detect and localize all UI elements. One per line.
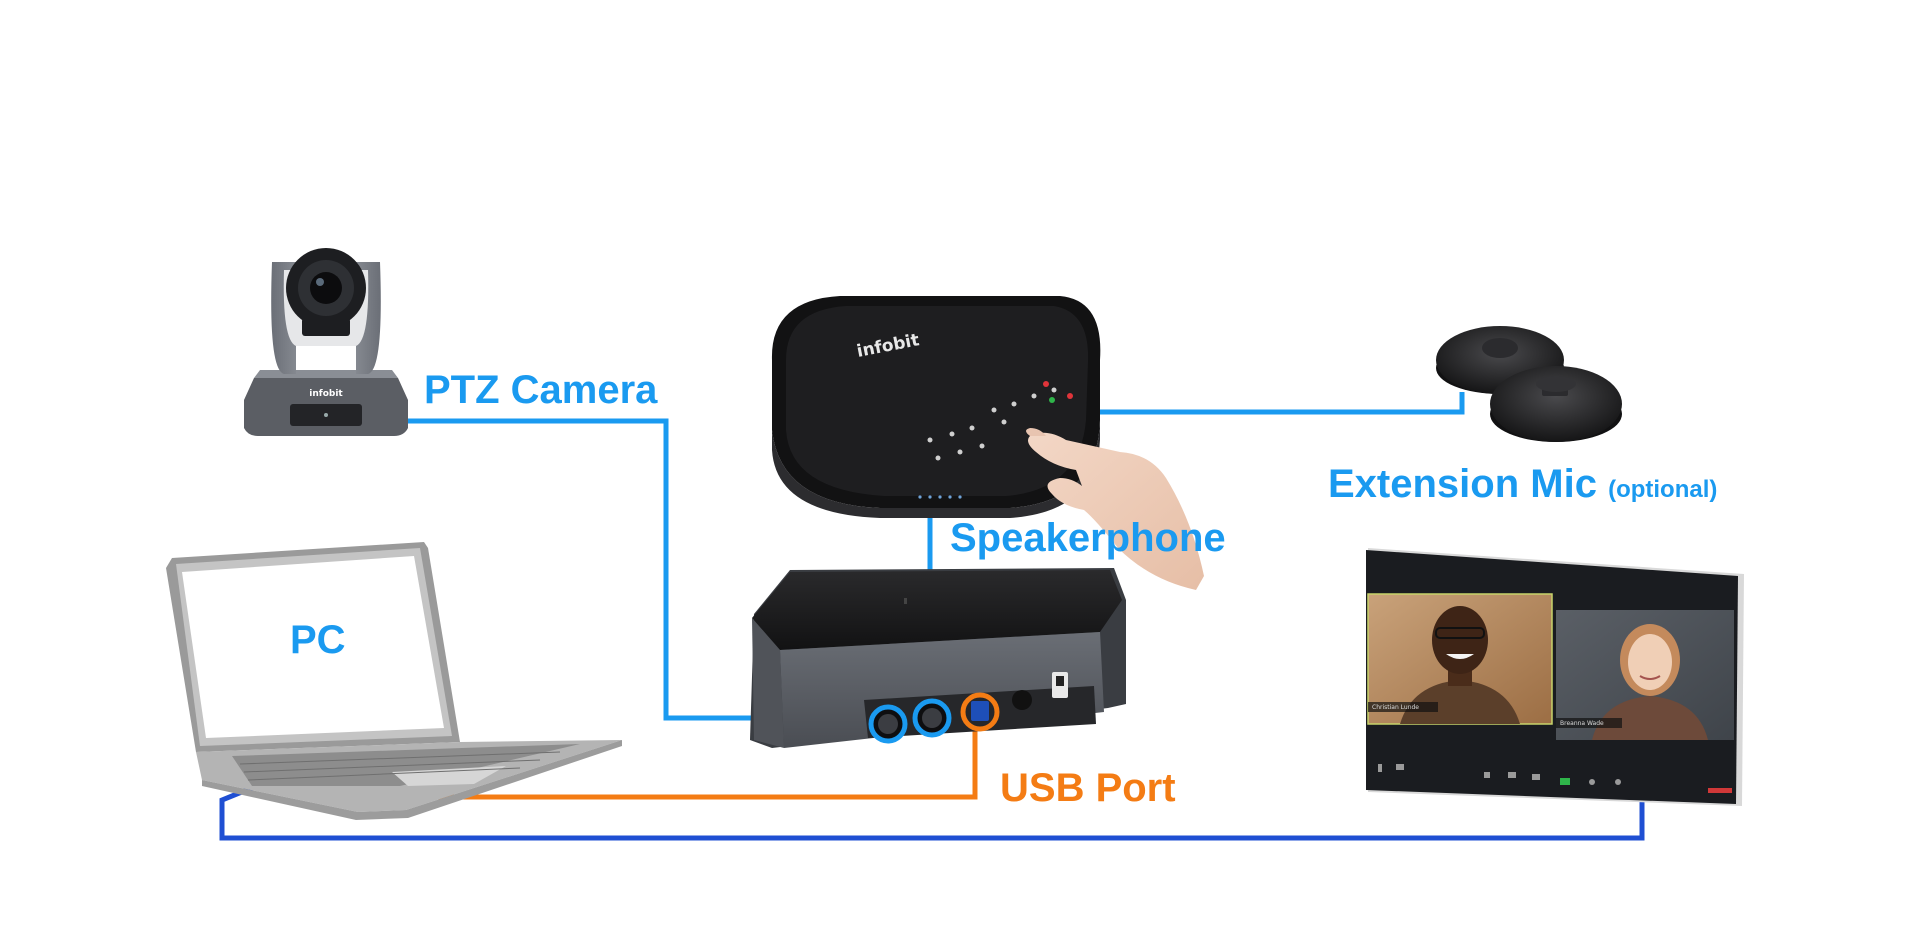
extension-mic-note: (optional) xyxy=(1608,476,1718,503)
hdmi-cable xyxy=(219,784,1645,841)
pc-label: PC xyxy=(290,618,346,662)
participant-1 xyxy=(1400,606,1520,724)
participant-1-name: Christian Lunde xyxy=(1372,704,1420,711)
extension-mic-cable xyxy=(1094,392,1465,415)
extension-mic-title: Extension Mic xyxy=(1328,462,1597,506)
camera-logo: infobit xyxy=(309,389,343,399)
keypad xyxy=(927,387,1057,461)
laptop-icon xyxy=(166,542,622,820)
speakerphone-label: Speakerphone xyxy=(950,516,1226,560)
ptz-camera-icon: infobit xyxy=(244,248,408,436)
hand-icon xyxy=(1026,428,1204,590)
ptz-camera-label: PTZ Camera xyxy=(424,368,658,412)
participant-2 xyxy=(1592,624,1708,740)
hub-box-icon xyxy=(750,568,1126,748)
display-icon xyxy=(1366,548,1744,806)
participant-2-name: Breanna Wade xyxy=(1560,720,1604,727)
usb-port-label: USB Port xyxy=(1000,766,1176,810)
extension-mic-icon xyxy=(1436,326,1622,442)
usb-cable xyxy=(402,720,978,800)
extension-mic-label: Extension Mic (optional) xyxy=(1328,464,1717,504)
speakerphone-icon: infobit xyxy=(771,296,1101,518)
